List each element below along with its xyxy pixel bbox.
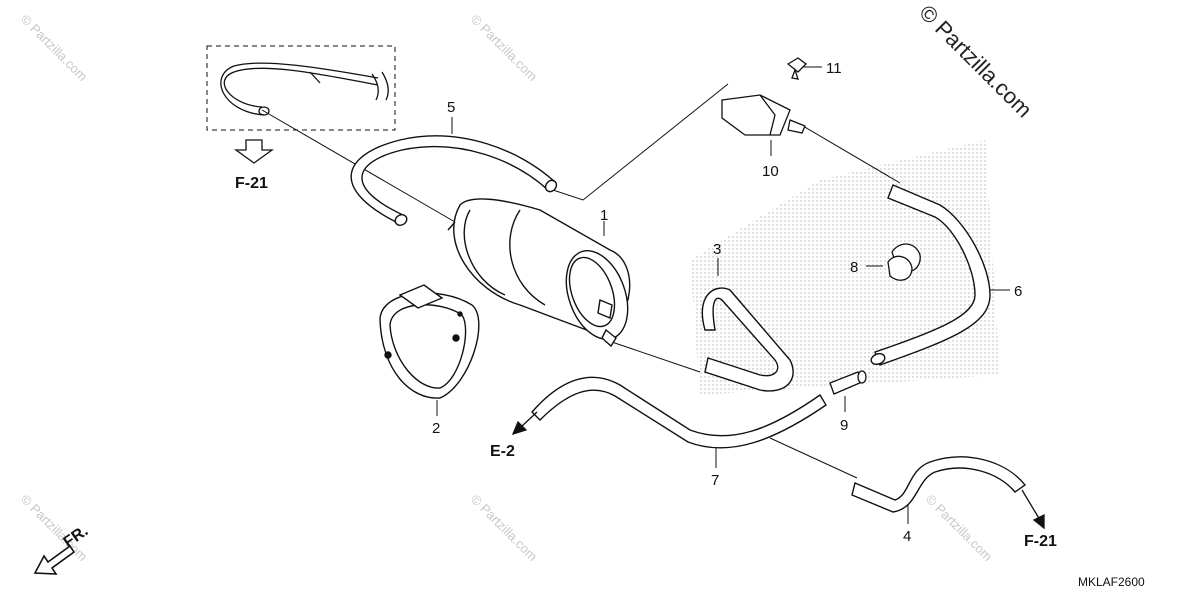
- watermark-4: © Partzilla.com: [468, 492, 541, 565]
- hose-7: [531, 376, 827, 449]
- stipple-background: [690, 140, 1000, 395]
- part-label-8: 8: [850, 259, 858, 276]
- part-label-7: 7: [711, 472, 719, 489]
- leader-lines: [261, 66, 1010, 524]
- ref-label-top-left: F-21: [235, 175, 268, 192]
- valve-10: [721, 94, 806, 136]
- hose-5: [350, 135, 558, 226]
- reference-box: [206, 45, 396, 131]
- hose-3: [701, 287, 794, 392]
- part-label-6: 6: [1014, 283, 1022, 300]
- down-arrow-icon: [233, 139, 275, 164]
- fitting-9: [829, 370, 867, 395]
- hose-6: [870, 184, 991, 366]
- reference-hose: [220, 62, 389, 116]
- bolt-11: [786, 57, 807, 80]
- arrow-e2: [511, 411, 538, 436]
- part-label-9: 9: [840, 417, 848, 434]
- part-label-3: 3: [713, 241, 721, 258]
- diagram-code: MKLAF2600: [1078, 575, 1145, 589]
- part-label-10: 10: [762, 163, 779, 180]
- hose-4: [851, 456, 1027, 513]
- part-label-5: 5: [447, 99, 455, 116]
- clamp-8: [887, 243, 921, 281]
- part-label-11: 11: [826, 60, 842, 77]
- part-label-2: 2: [432, 420, 440, 437]
- arrow-f21-bottom: [1021, 489, 1045, 530]
- watermark-2: © Partzilla.com: [468, 12, 541, 85]
- canister-1: [447, 198, 631, 348]
- ref-label-bottom-right: F-21: [1024, 533, 1057, 550]
- watermark-5: © Partzilla.com: [923, 492, 996, 565]
- front-arrow-icon: [33, 544, 76, 575]
- band-2: [379, 284, 480, 399]
- part-label-1: 1: [600, 207, 608, 224]
- ref-label-left: E-2: [490, 443, 515, 460]
- watermark-1: © Partzilla.com: [18, 12, 91, 85]
- part-label-4: 4: [903, 528, 911, 545]
- copyright-text: © Partzilla.com: [914, 0, 1037, 122]
